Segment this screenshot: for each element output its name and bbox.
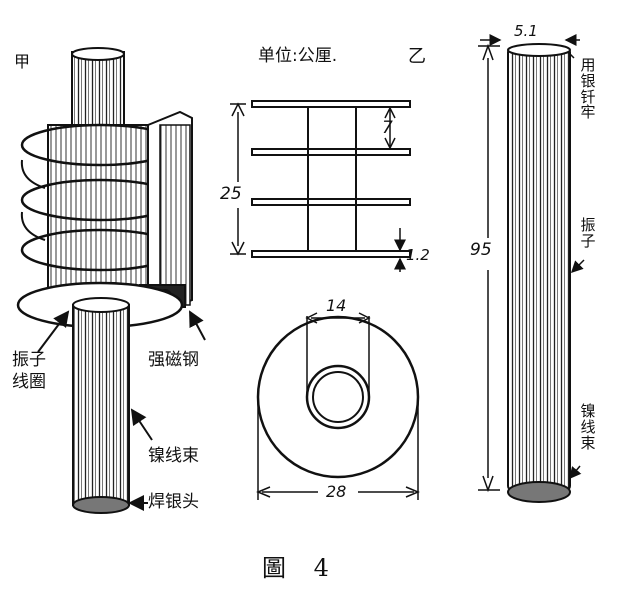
panel-b-dim-lines [230,102,406,272]
tip-label: 焊银头 [148,492,199,512]
panel-b-side-view [230,100,411,272]
bundle-label: 镍线束 [148,446,199,466]
coil-label-line2: 线圈 [12,372,46,392]
plate-stack [251,100,411,258]
coil-label-line1: 振子 [12,350,46,370]
panel-a-marker: 甲 [14,52,31,71]
panel-c-rod [478,34,585,503]
dim-inner-diameter: 14 [326,296,347,315]
dim-total-height: 25 [220,184,242,204]
rod-bundle-label: 镍线束 [580,402,596,452]
weld-label: 用银钎牢 [580,56,596,122]
panel-a-leaders [37,310,206,511]
panel-b-marker: 乙 [408,46,426,67]
dim-plate-thickness: 1.2 [406,246,430,264]
dim-outer-diameter: 28 [326,482,347,501]
unit-note: 单位:公厘. [258,46,338,66]
dim-rod-diameter: 5.1 [514,22,538,40]
panel-b-ring-view [256,312,420,500]
dim-rod-length: 95 [470,240,492,260]
panel-a-drawing [16,47,206,514]
rod-label: 振子 [580,216,596,250]
magnet-block [139,110,193,314]
dim-spacing: 7 [382,118,393,138]
magnet-label: 强磁钢 [148,350,199,370]
lower-rod [72,297,130,514]
figure-caption: 圖 4 [262,554,339,582]
